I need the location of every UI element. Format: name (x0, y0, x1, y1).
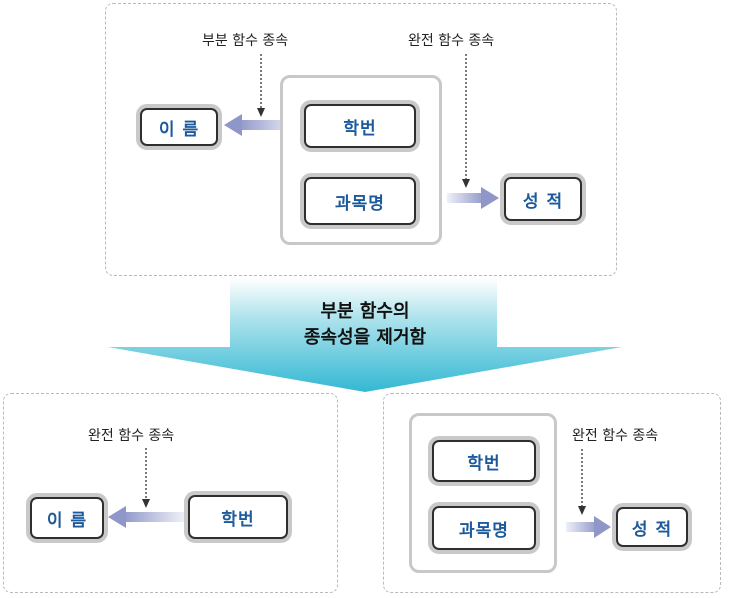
full-dependency-label-bl: 완전 함수 종속 (88, 428, 175, 444)
arrow-to-name-bottom (108, 506, 184, 528)
full-dependency-label-top: 완전 함수 종속 (408, 33, 495, 49)
banner-text-line1: 부분 함수의 (320, 301, 410, 322)
dotted-pointer-full-bl (142, 448, 150, 508)
arrow-to-name-top (224, 114, 298, 136)
top-panel (105, 3, 617, 276)
name-box-bottom: 이 름 (26, 493, 108, 543)
bottom-right-panel (383, 393, 721, 593)
bottom-left-panel (3, 393, 338, 593)
dotted-pointer-full-top (462, 54, 470, 188)
course-box-bottom: 과목명 (428, 502, 540, 554)
arrow-to-grade-top (447, 187, 499, 209)
full-dependency-label-br: 완전 함수 종속 (572, 428, 659, 444)
grade-box-bottom: 성 적 (612, 503, 692, 551)
name-box-top: 이 름 (136, 104, 222, 150)
banner-text-line2: 종속성을 제거함 (303, 327, 427, 348)
dotted-pointer-full-br (578, 449, 586, 515)
student-id-box-bottom-right: 학번 (428, 436, 540, 486)
course-box-top: 과목명 (300, 173, 420, 229)
partial-dependency-label: 부분 함수 종속 (202, 33, 289, 49)
student-id-box-top: 학번 (300, 100, 420, 152)
arrow-to-grade-bottom (566, 516, 611, 538)
grade-box-top: 성 적 (500, 173, 586, 225)
student-id-box-bottom-left: 학번 (184, 491, 292, 543)
dotted-pointer-partial (257, 54, 265, 117)
